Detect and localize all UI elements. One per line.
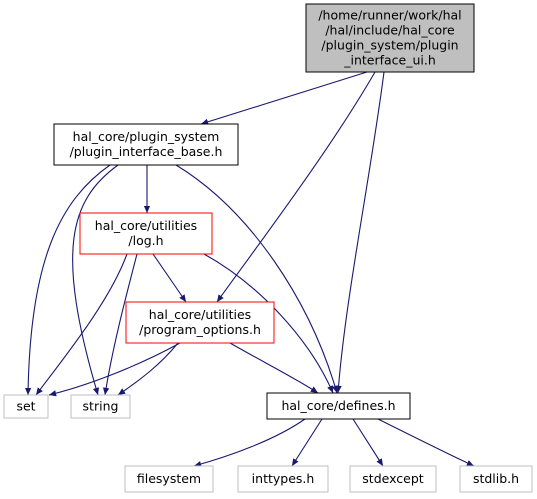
edges-layer	[24, 71, 475, 468]
node-label-line: set	[16, 399, 35, 414]
node-label-line: /home/runner/work/hal	[318, 8, 461, 23]
edge-root-to-defines	[335, 71, 385, 394]
edge-defines-to-filesystem	[193, 418, 306, 468]
node-label-line: hal_core/utilities	[149, 307, 251, 322]
node-label-line: _interface_ui.h	[343, 53, 436, 68]
edge-defines-to-stdlib	[377, 418, 475, 467]
edge-log-to-defines	[203, 253, 334, 394]
nodes-layer: /home/runner/work/hal/hal/include/hal_co…	[3, 3, 533, 493]
node-label-line: stdexcept	[362, 471, 423, 486]
edge-base-to-string	[72, 164, 119, 396]
node-label-line: inttypes.h	[252, 471, 315, 486]
node-stdlib: stdlib.h	[459, 465, 533, 493]
node-box	[125, 301, 275, 344]
node-label-line: /plugin_interface_base.h	[70, 144, 223, 159]
node-inttypes: inttypes.h	[237, 465, 329, 493]
node-filesystem: filesystem	[124, 465, 214, 493]
edge-root-to-base	[200, 71, 368, 125]
node-label-line: /hal/include/hal_core	[325, 23, 455, 38]
node-progopts[interactable]: hal_core/utilities/program_options.h	[125, 301, 275, 344]
node-label-line: /log.h	[128, 233, 163, 248]
node-label-line: hal_core/defines.h	[281, 398, 395, 413]
node-string: string	[70, 394, 131, 419]
node-label-line: hal_core/plugin_system	[73, 129, 220, 144]
node-stdexcept: stdexcept	[349, 465, 437, 493]
edge-log-to-progopts	[152, 253, 187, 303]
node-log[interactable]: hal_core/utilities/log.h	[79, 212, 213, 255]
node-label-line: stdlib.h	[473, 471, 519, 486]
node-label-line: string	[83, 399, 119, 414]
edge-progopts-to-string	[117, 342, 179, 396]
node-box	[237, 465, 329, 493]
node-label-line: filesystem	[137, 471, 201, 486]
node-box	[349, 465, 437, 493]
node-box	[70, 394, 131, 419]
node-box	[3, 394, 49, 419]
node-box	[124, 465, 214, 493]
node-box	[53, 123, 239, 166]
node-box	[266, 392, 411, 420]
node-box	[459, 465, 533, 493]
node-set: set	[3, 394, 49, 419]
edge-log-to-set	[35, 253, 128, 396]
edge-defines-to-stdexcept	[352, 418, 384, 467]
node-base[interactable]: hal_core/plugin_system/plugin_interface_…	[53, 123, 239, 166]
edge-base-to-set	[24, 164, 111, 396]
node-label-line: hal_core/utilities	[95, 218, 197, 233]
edge-progopts-to-set	[48, 342, 181, 397]
edge-root-to-progopts	[216, 71, 376, 303]
edge-defines-to-inttypes	[291, 418, 323, 467]
node-label-line: /plugin_system/plugin	[321, 38, 458, 53]
edge-log-to-string	[102, 253, 138, 396]
node-box	[305, 3, 475, 73]
edge-base-to-defines	[175, 164, 339, 394]
edge-progopts-to-defines	[229, 342, 319, 394]
node-box	[79, 212, 213, 255]
node-root[interactable]: /home/runner/work/hal/hal/include/hal_co…	[305, 3, 475, 73]
node-defines[interactable]: hal_core/defines.h	[266, 392, 411, 420]
node-label-line: /program_options.h	[139, 322, 261, 337]
